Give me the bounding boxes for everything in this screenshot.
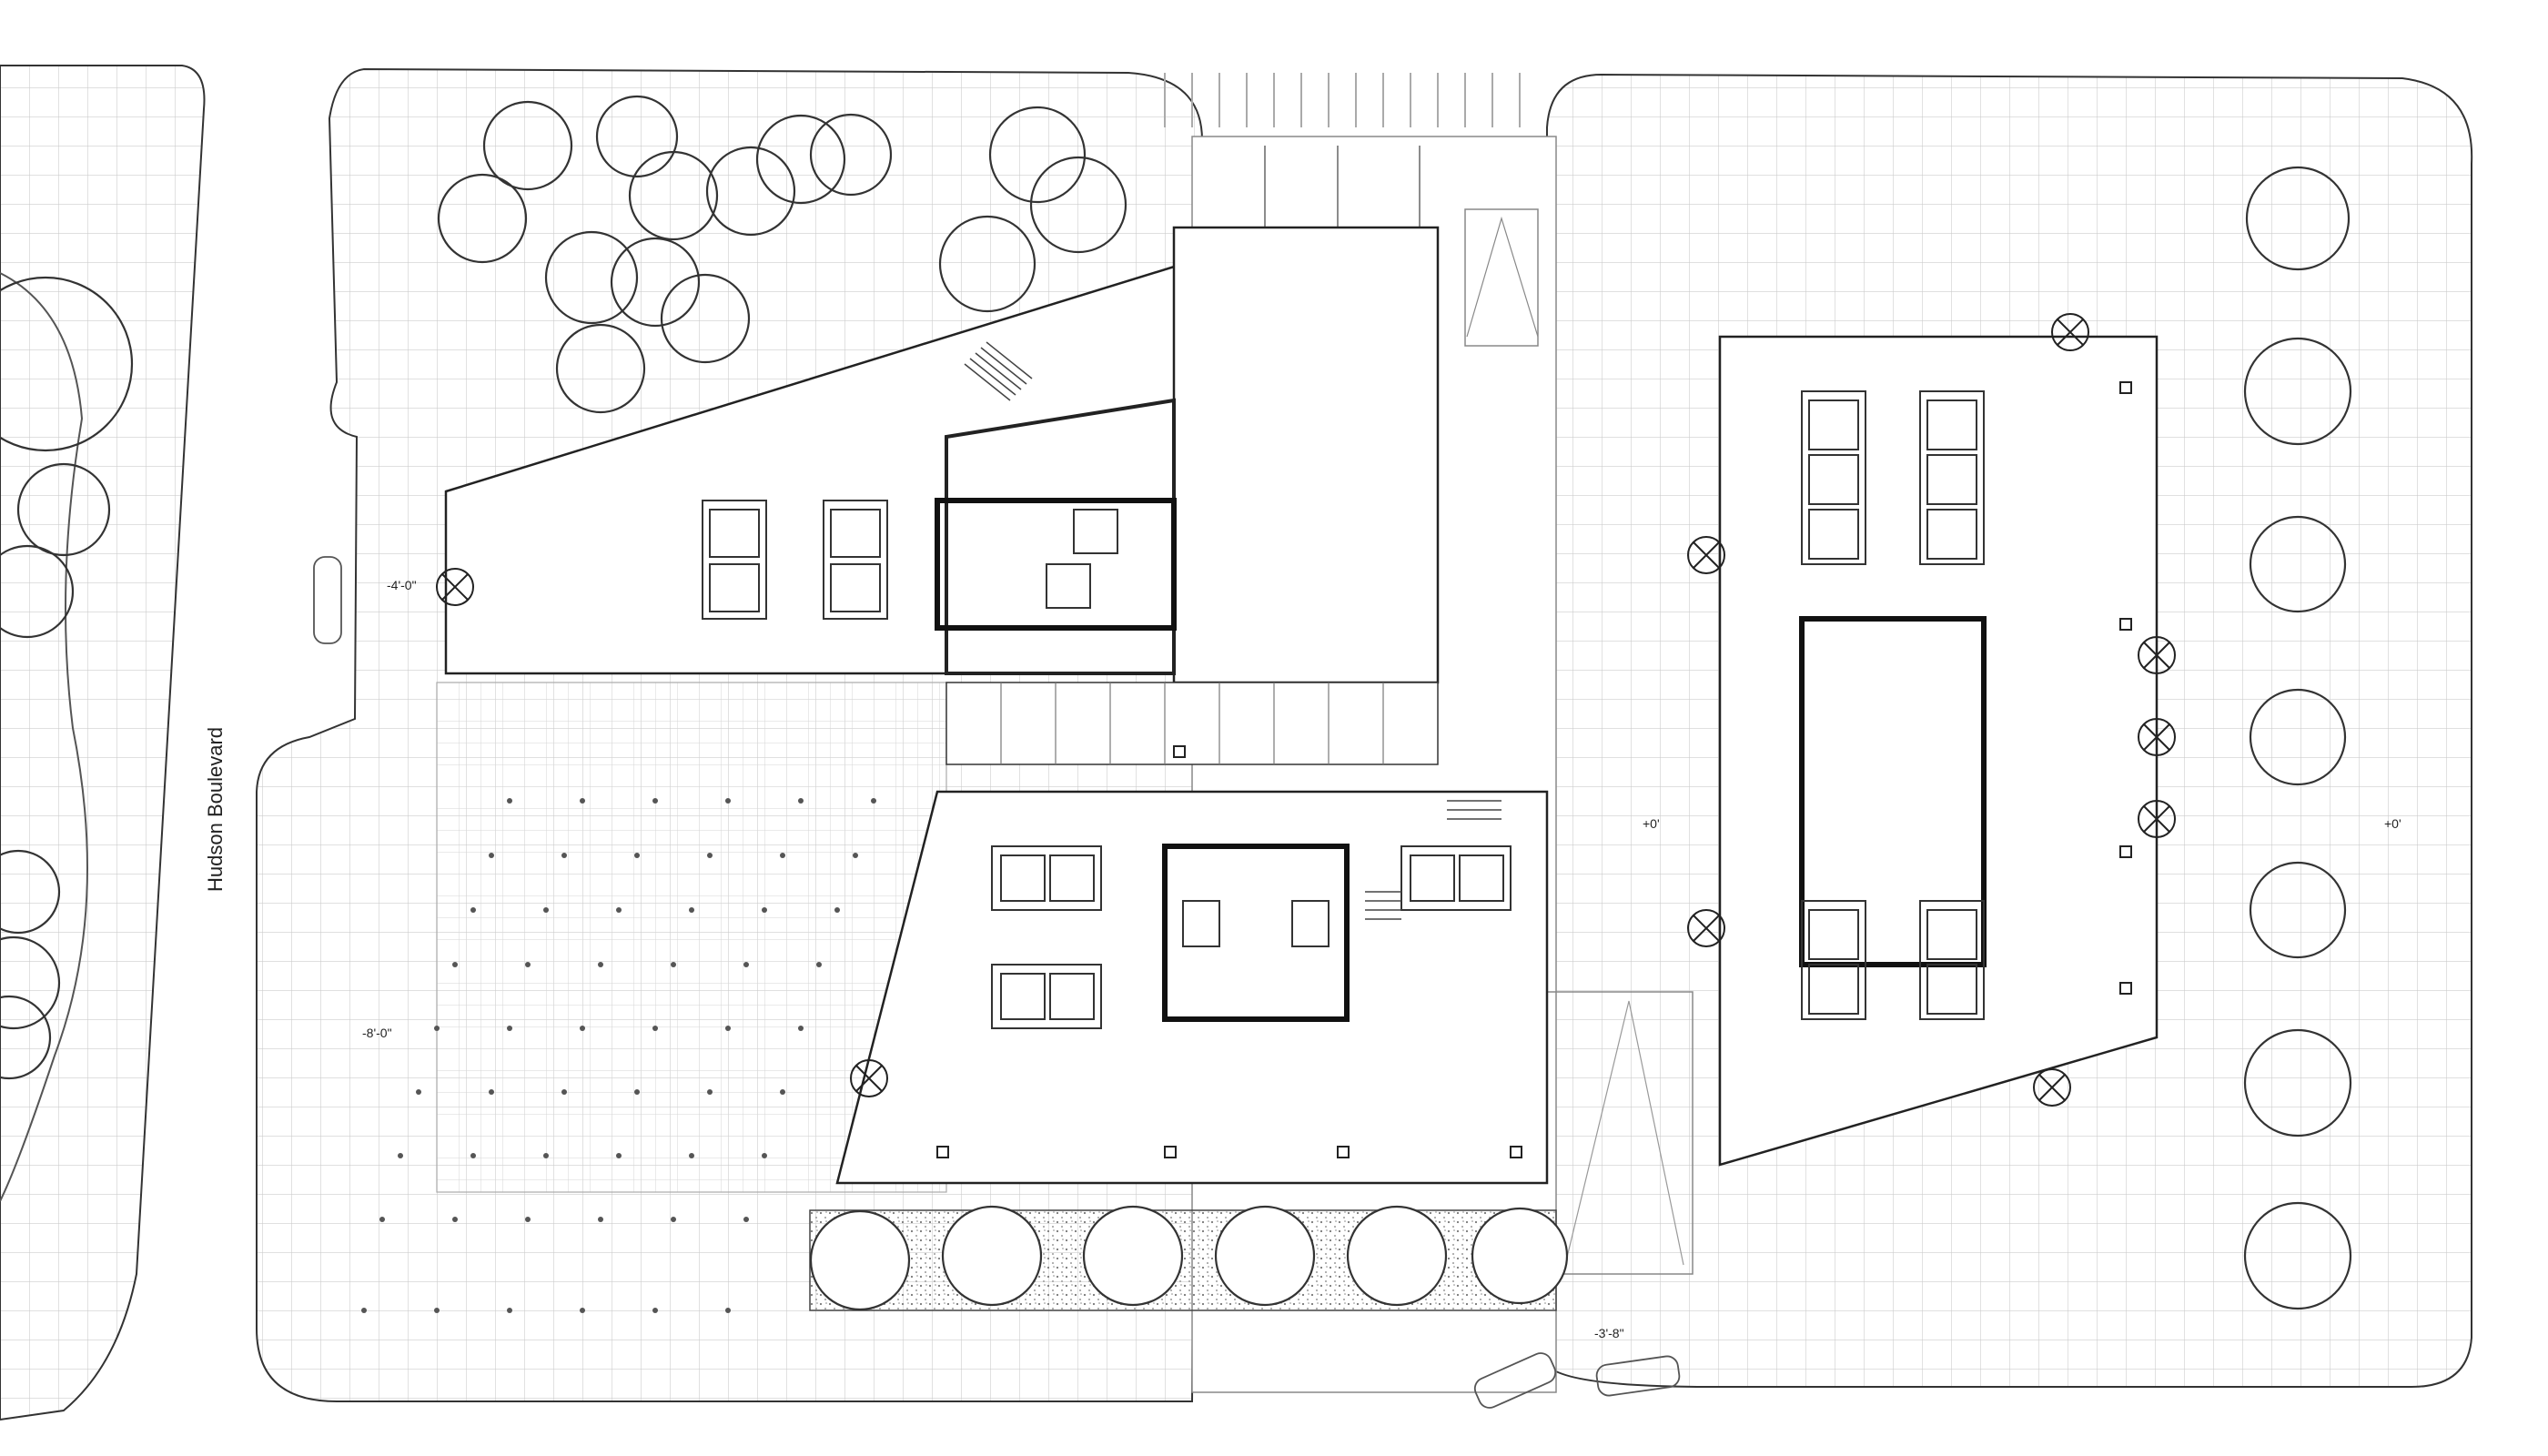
stair-icon bbox=[1365, 800, 1502, 920]
revolving-door-icon bbox=[436, 313, 2176, 1107]
elevation-label-east-plaza: +0' bbox=[2384, 816, 2401, 831]
hudson-park-strip bbox=[0, 65, 206, 1421]
planter-trees-south bbox=[809, 1205, 1569, 1311]
elevation-label-core-center: +0' bbox=[1643, 816, 1660, 831]
building-north-west bbox=[444, 226, 1440, 684]
building-east-tower bbox=[1718, 335, 2159, 1167]
elevator-icon bbox=[991, 845, 1512, 1029]
tree-icon bbox=[0, 95, 2352, 1310]
central-plaza bbox=[361, 682, 1439, 1313]
elevation-label-south-drive: -3'-8" bbox=[1594, 1326, 1624, 1340]
elevation-label-plaza-west: -8'-0" bbox=[362, 1026, 392, 1040]
car-icon bbox=[313, 556, 1681, 1409]
stair-icon bbox=[964, 341, 1033, 401]
column-icon bbox=[936, 381, 2132, 1158]
street-label: Hudson Boulevard bbox=[204, 727, 227, 892]
elevator-icon bbox=[702, 500, 1118, 620]
elevation-label-west-entry: -4'-0" bbox=[387, 578, 417, 592]
elevator-icon bbox=[1801, 390, 1985, 1020]
building-south-central bbox=[835, 790, 1549, 1185]
